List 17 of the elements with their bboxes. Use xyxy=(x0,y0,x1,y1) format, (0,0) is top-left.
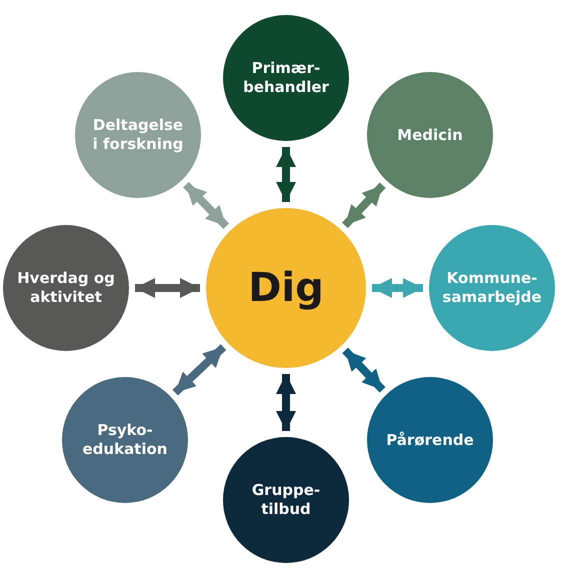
double-arrow xyxy=(372,278,423,298)
node-label: Primær- behandler xyxy=(242,59,330,97)
double-arrow xyxy=(172,344,226,396)
node-label: Gruppe- tilbud xyxy=(250,481,322,519)
node-label: Dig xyxy=(247,264,325,313)
node-label: Deltagelse i forskning xyxy=(92,116,184,154)
node-label: Pårørende xyxy=(385,430,475,450)
node-label: Hverdag og aktivitet xyxy=(16,269,116,307)
node-label: Kommune- samarbejde xyxy=(442,269,542,307)
double-arrow xyxy=(342,182,386,228)
node-label: Psyko- edukation xyxy=(82,421,168,459)
double-arrow xyxy=(183,182,230,229)
double-arrow xyxy=(276,374,296,431)
double-arrow xyxy=(135,278,200,298)
node-label: Medicin xyxy=(396,126,464,144)
double-arrow xyxy=(276,147,296,202)
double-arrow xyxy=(342,348,386,393)
